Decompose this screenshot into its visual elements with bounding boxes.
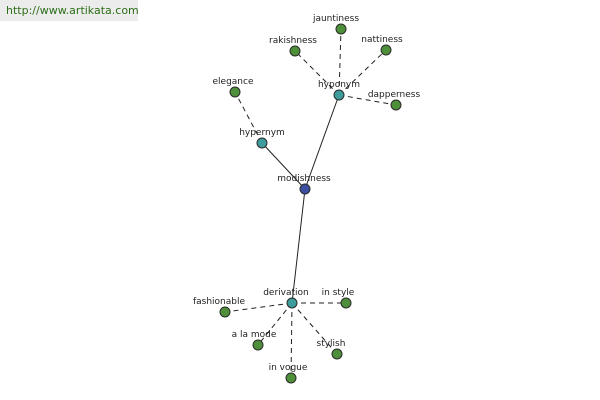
- node-rakishness[interactable]: [289, 45, 301, 57]
- label-a-la-mode: a la mode: [232, 330, 277, 340]
- edge-modishness-derivation: [291, 188, 306, 304]
- label-fashionable: fashionable: [193, 297, 246, 307]
- url-banner: http://www.artikata.com: [0, 0, 139, 21]
- label-dapperness: dapperness: [368, 90, 421, 100]
- node-elegance[interactable]: [229, 86, 241, 98]
- edge-modishness-hyponym: [304, 94, 340, 190]
- label-in-style: in style: [322, 288, 355, 298]
- node-dapperness[interactable]: [390, 99, 402, 111]
- graph-edges: [224, 28, 397, 379]
- node-hyponym[interactable]: [333, 89, 345, 101]
- label-modishness: modishness: [277, 174, 331, 184]
- edge-hyponym-jauntiness: [338, 28, 342, 96]
- node-in-style[interactable]: [340, 297, 352, 309]
- label-elegance: elegance: [213, 77, 254, 87]
- label-hyponym: hyponym: [318, 80, 360, 90]
- node-nattiness[interactable]: [380, 44, 392, 56]
- label-nattiness: nattiness: [361, 35, 403, 45]
- edge-hyponym-rakishness: [294, 50, 340, 96]
- edge-derivation-stylish: [291, 302, 338, 355]
- label-stylish: stylish: [317, 339, 346, 349]
- label-jauntiness: jauntiness: [312, 14, 359, 24]
- graph-nodes: [219, 23, 402, 384]
- label-hypernym: hypernym: [239, 128, 285, 138]
- node-stylish[interactable]: [331, 348, 343, 360]
- label-rakishness: rakishness: [269, 36, 317, 46]
- graph-labels: modishness hyponym hypernym derivation jaunt…: [193, 14, 421, 373]
- edge-hyponym-dapperness: [338, 94, 397, 106]
- node-fashionable[interactable]: [219, 306, 231, 318]
- edge-derivation-a-la-mode: [257, 302, 293, 346]
- node-hypernym[interactable]: [256, 137, 268, 149]
- node-in-vogue[interactable]: [285, 372, 297, 384]
- node-a-la-mode[interactable]: [252, 339, 264, 351]
- edge-modishness-hypernym: [261, 142, 306, 190]
- edge-hyponym-nattiness: [338, 49, 387, 96]
- label-in-vogue: in vogue: [269, 363, 308, 373]
- edge-derivation-fashionable: [224, 302, 293, 313]
- node-modishness[interactable]: [299, 183, 311, 195]
- site-url-link[interactable]: http://www.artikata.com: [6, 4, 139, 17]
- edge-hypernym-elegance: [234, 91, 263, 144]
- label-derivation: derivation: [263, 288, 309, 298]
- edge-derivation-in-vogue: [290, 302, 293, 379]
- node-derivation[interactable]: [286, 297, 298, 309]
- node-jauntiness[interactable]: [335, 23, 347, 35]
